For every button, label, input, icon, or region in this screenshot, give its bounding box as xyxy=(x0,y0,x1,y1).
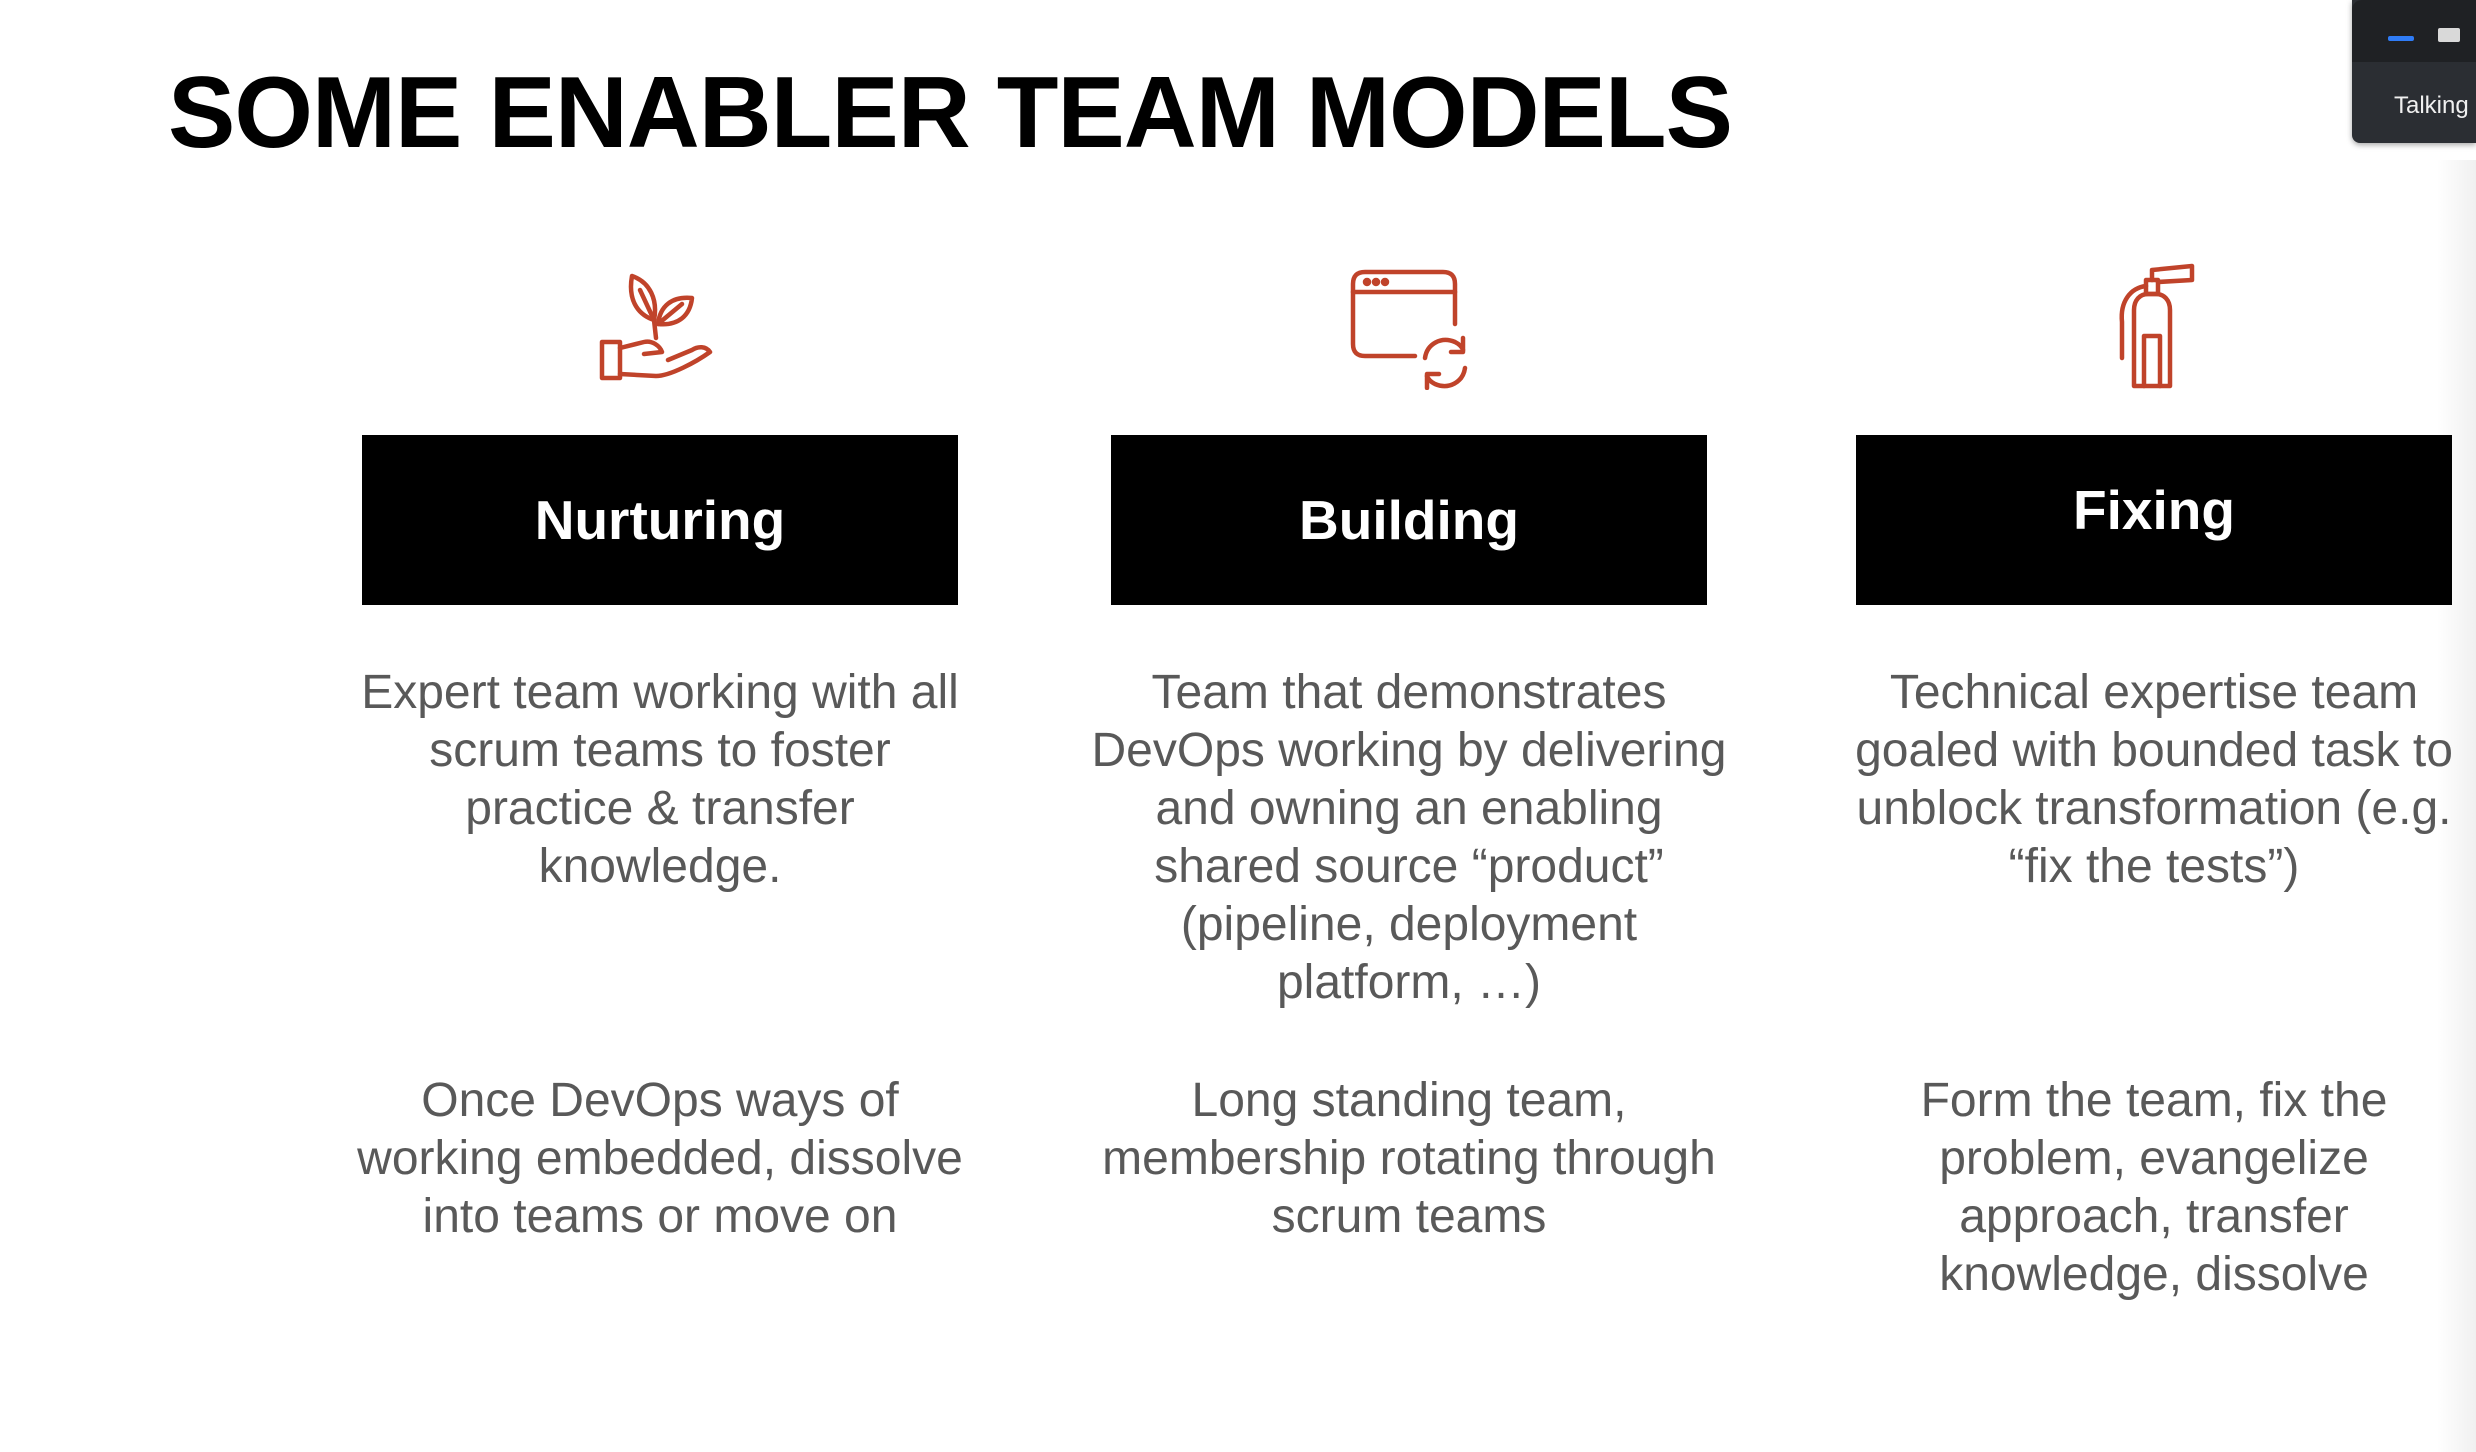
slide-title: SOME ENABLER TEAM MODELS xyxy=(168,57,1733,169)
nurturing-header: Nurturing xyxy=(362,435,958,605)
building-header: Building xyxy=(1111,435,1707,605)
browser-refresh-icon xyxy=(1111,262,1707,390)
hand-plant-icon xyxy=(362,262,958,390)
building-note: Long standing team, membership rotating … xyxy=(1102,1074,1716,1243)
window-edge-shadow xyxy=(2436,160,2476,1452)
fixing-description: Technical expertise team goaled with bou… xyxy=(1855,666,2453,893)
nurturing-note: Once DevOps ways of working embedded, di… xyxy=(357,1074,963,1243)
nurturing-header-label: Nurturing xyxy=(534,489,786,551)
minimize-button[interactable] xyxy=(2388,36,2414,41)
widget-title-bar[interactable] xyxy=(2352,0,2476,62)
talking-status-label: Talking xyxy=(2394,92,2469,119)
fire-extinguisher-icon xyxy=(1856,262,2452,390)
fixing-note: Form the team, fix the problem, evangeli… xyxy=(1920,1074,2388,1301)
maximize-button[interactable] xyxy=(2438,28,2460,42)
building-header-label: Building xyxy=(1299,489,1519,551)
nurturing-description: Expert team working with all scrum teams… xyxy=(361,666,959,893)
video-call-widget[interactable]: Talking xyxy=(2352,0,2476,143)
fixing-header: Fixing xyxy=(1856,435,2452,605)
building-description: Team that demonstrates DevOps working by… xyxy=(1091,666,1727,1009)
fixing-header-label: Fixing xyxy=(2073,479,2235,541)
